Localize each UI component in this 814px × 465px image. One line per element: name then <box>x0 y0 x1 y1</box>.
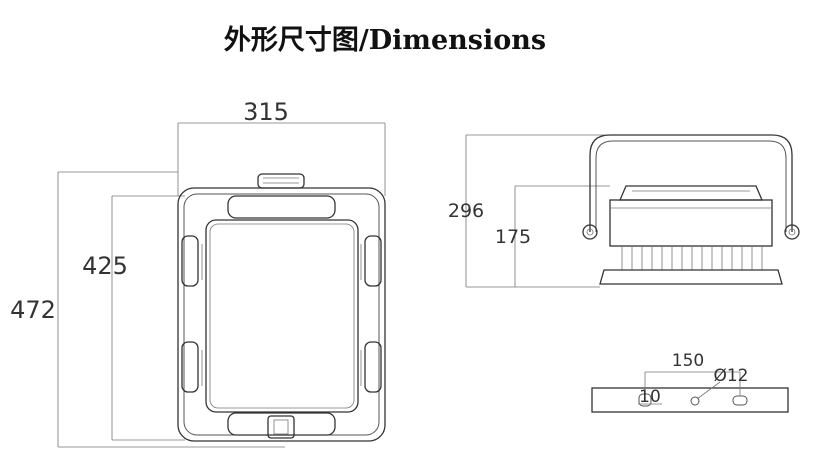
bracket-plate <box>591 387 789 413</box>
top-bar <box>227 195 336 219</box>
housing-inner-outline <box>183 193 380 436</box>
grip-left-top <box>181 235 199 287</box>
lens-panel <box>205 219 359 413</box>
pivot-knob-left <box>582 224 598 240</box>
grip-left-bottom <box>181 341 199 393</box>
pivot-knob-right-center <box>788 228 796 236</box>
housing-cap <box>619 185 763 201</box>
bottom-connector <box>267 415 295 439</box>
side-view: 296 175 <box>448 134 800 288</box>
bracket-plate-view: 150 Ø12 10 <box>591 351 789 413</box>
pivot-knob-left-center <box>586 228 594 236</box>
spacing-label: 150 <box>672 351 704 371</box>
edge-label: 10 <box>639 387 661 407</box>
bracket-hole-center <box>690 396 700 406</box>
grip-right-top <box>364 235 382 287</box>
hole-leader-line <box>696 381 721 400</box>
housing-outline <box>177 187 386 442</box>
heatsink-fins <box>621 246 763 270</box>
bottom-connector-inner <box>273 419 289 435</box>
mounting-bracket-inner <box>595 140 787 232</box>
pivot-knob-right <box>784 224 800 240</box>
housing-body <box>609 199 773 247</box>
side-outer-height-label: 296 <box>448 200 484 222</box>
lens-panel-inner <box>209 223 355 409</box>
inner-height-label: 425 <box>82 252 128 280</box>
page-title: 外形尺寸图/Dimensions <box>223 25 547 56</box>
housing-base <box>599 269 783 285</box>
width-label: 315 <box>243 98 289 126</box>
bottom-bar <box>227 412 336 436</box>
side-inner-height-label: 175 <box>495 226 531 248</box>
front-view: 315 472 425 <box>10 98 386 448</box>
mounting-bracket <box>589 134 793 232</box>
bracket-slot-right <box>732 395 748 406</box>
hole-label: Ø12 <box>713 366 748 386</box>
top-knob <box>257 173 305 189</box>
outer-height-label: 472 <box>10 296 56 324</box>
grip-right-bottom <box>364 341 382 393</box>
